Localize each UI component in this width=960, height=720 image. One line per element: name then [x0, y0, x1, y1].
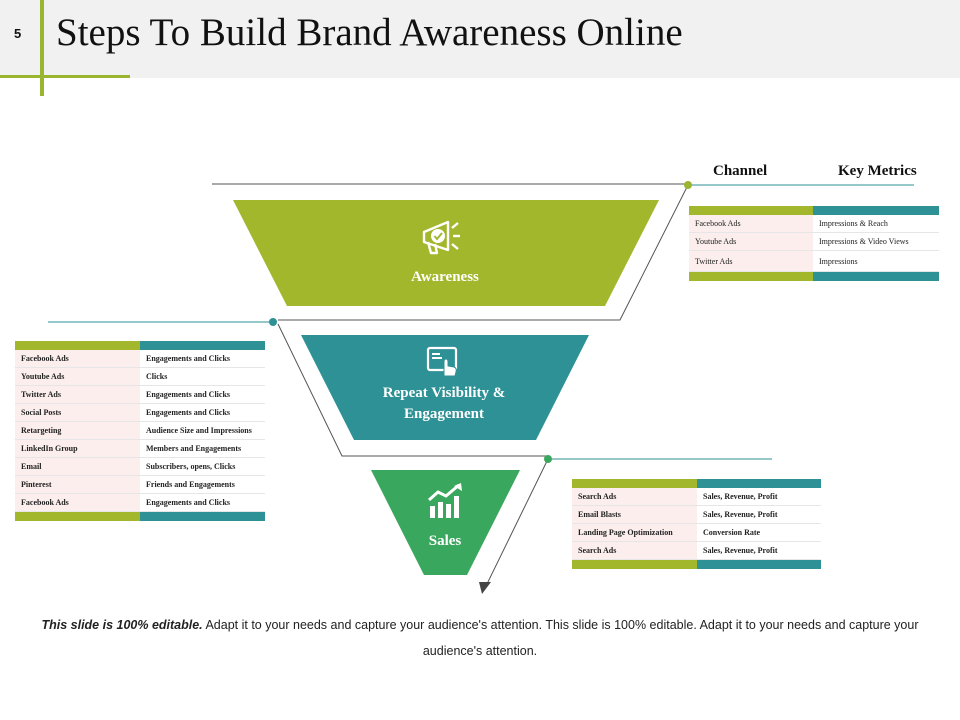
awareness-segment: [233, 200, 659, 306]
footer-text: Adapt it to your needs and capture your …: [202, 618, 919, 658]
channel-header: Channel: [713, 163, 768, 179]
slide-number: 5: [14, 26, 22, 41]
metric-cell: Members and Engagements: [140, 439, 265, 458]
channel-cell: Twitter Ads: [689, 250, 813, 272]
engagement-segment: [301, 335, 589, 440]
metric-cell: Impressions & Reach: [813, 215, 939, 233]
channel-cell: Retargeting: [15, 421, 140, 440]
channel-cell: Social Posts: [15, 403, 140, 422]
channel-cell: Search Ads: [572, 541, 697, 560]
metric-cell: Sales, Revenue, Profit: [697, 505, 821, 524]
slide-title: Steps To Build Brand Awareness Online: [56, 11, 683, 54]
accent-horizontal-line: [0, 75, 130, 78]
metric-cell: Engagements and Clicks: [140, 403, 265, 422]
channel-cell: Search Ads: [572, 488, 697, 506]
metric-cell: Engagements and Clicks: [140, 350, 265, 368]
arrow-head: [479, 582, 491, 594]
metric-cell: Clicks: [140, 367, 265, 386]
channel-cell: Email: [15, 457, 140, 476]
sales-label: Sales: [428, 533, 462, 549]
metric-cell: Subscribers, opens, Clicks: [140, 457, 265, 476]
channel-cell: Pinterest: [15, 475, 140, 494]
metric-cell: Engagements and Clicks: [140, 385, 265, 404]
footer-note: This slide is 100% editable. Adapt it to…: [40, 612, 920, 664]
channel-cell: LinkedIn Group: [15, 439, 140, 458]
metric-cell: Conversion Rate: [697, 523, 821, 542]
metric-cell: Impressions & Video Views: [813, 232, 939, 251]
outline-mid: [277, 323, 548, 457]
engagement-label: Repeat Visibility & Engagement: [382, 385, 506, 422]
metric-cell: Sales, Revenue, Profit: [697, 488, 821, 506]
metric-cell: Audience Size and Impressions: [140, 421, 265, 440]
channel-cell: Email Blasts: [572, 505, 697, 524]
metric-cell: Impressions: [813, 250, 939, 272]
channel-cell: Youtube Ads: [15, 367, 140, 386]
metric-cell: Sales, Revenue, Profit: [697, 541, 821, 560]
connector-dot: [684, 181, 692, 189]
megaphone-icon: [422, 220, 460, 255]
outline-right: [278, 184, 689, 321]
channel-cell: Facebook Ads: [689, 215, 813, 233]
growth-chart-icon: [428, 483, 462, 518]
title-bar: [0, 0, 960, 78]
sales-segment: [371, 470, 520, 575]
channel-cell: Landing Page Optimization: [572, 523, 697, 542]
channel-cell: Twitter Ads: [15, 385, 140, 404]
accent-vertical-line: [40, 0, 44, 96]
connector-dot: [269, 318, 277, 326]
outline-bottom: [485, 458, 549, 587]
awareness-label: Awareness: [411, 269, 479, 285]
key-metrics-header: Key Metrics: [838, 163, 917, 179]
connector-dot: [544, 455, 552, 463]
channel-cell: Facebook Ads: [15, 350, 140, 368]
tap-screen-icon: [426, 346, 458, 377]
metric-cell: Engagements and Clicks: [140, 493, 265, 512]
footer-bold-text: This slide is 100% editable.: [41, 618, 203, 632]
channel-cell: Youtube Ads: [689, 232, 813, 251]
channel-cell: Facebook Ads: [15, 493, 140, 512]
metric-cell: Friends and Engagements: [140, 475, 265, 494]
